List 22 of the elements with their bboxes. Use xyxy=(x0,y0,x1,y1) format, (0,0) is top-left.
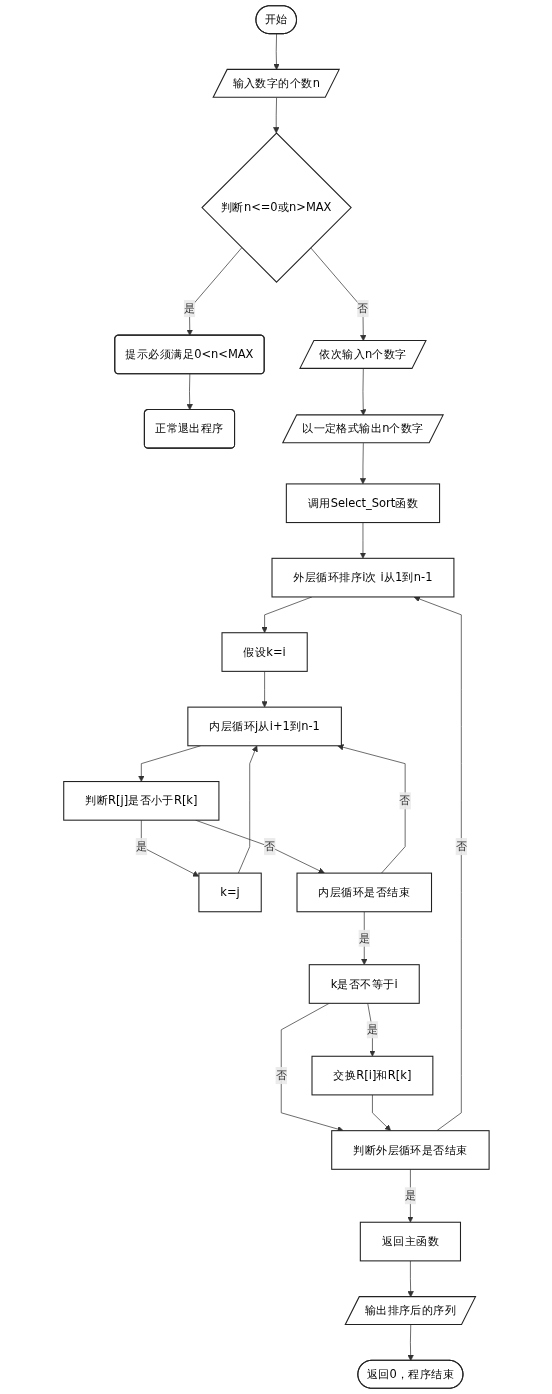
edge-label: 是 xyxy=(366,1022,378,1037)
node-box: 外层循环排序i次 i从1到n-1 xyxy=(271,557,455,598)
node-box: 判断R[j]是否小于R[k] xyxy=(62,781,220,821)
node-box: 假设k=i xyxy=(221,632,308,672)
node-box: 内层循环j从i+1到n-1 xyxy=(186,706,342,747)
node-box: 内层循环是否结束 xyxy=(296,872,432,913)
node-box: 判断外层循环是否结束 xyxy=(330,1130,490,1170)
edge-label: 是 xyxy=(358,931,370,945)
edge-label: 是 xyxy=(183,301,195,316)
edge-label: 否 xyxy=(399,793,411,808)
node-box: 调用Select_Sort函数 xyxy=(285,483,440,524)
node-box: 交换R[i]和R[k] xyxy=(311,1055,433,1096)
edge-label: 是 xyxy=(404,1188,416,1203)
node-box: 返回主函数 xyxy=(359,1221,461,1262)
node-box: k=j xyxy=(197,872,262,913)
edge-label: 否 xyxy=(455,839,467,854)
edge-label: 否 xyxy=(275,1068,287,1083)
edge-label: 否 xyxy=(356,301,369,316)
node-diamond: 判断n<=0或n>MAX xyxy=(200,132,352,283)
edge-label: 是 xyxy=(135,839,147,854)
node-box: k是否不等于i xyxy=(308,964,420,1004)
edge-label: 否 xyxy=(263,839,276,854)
